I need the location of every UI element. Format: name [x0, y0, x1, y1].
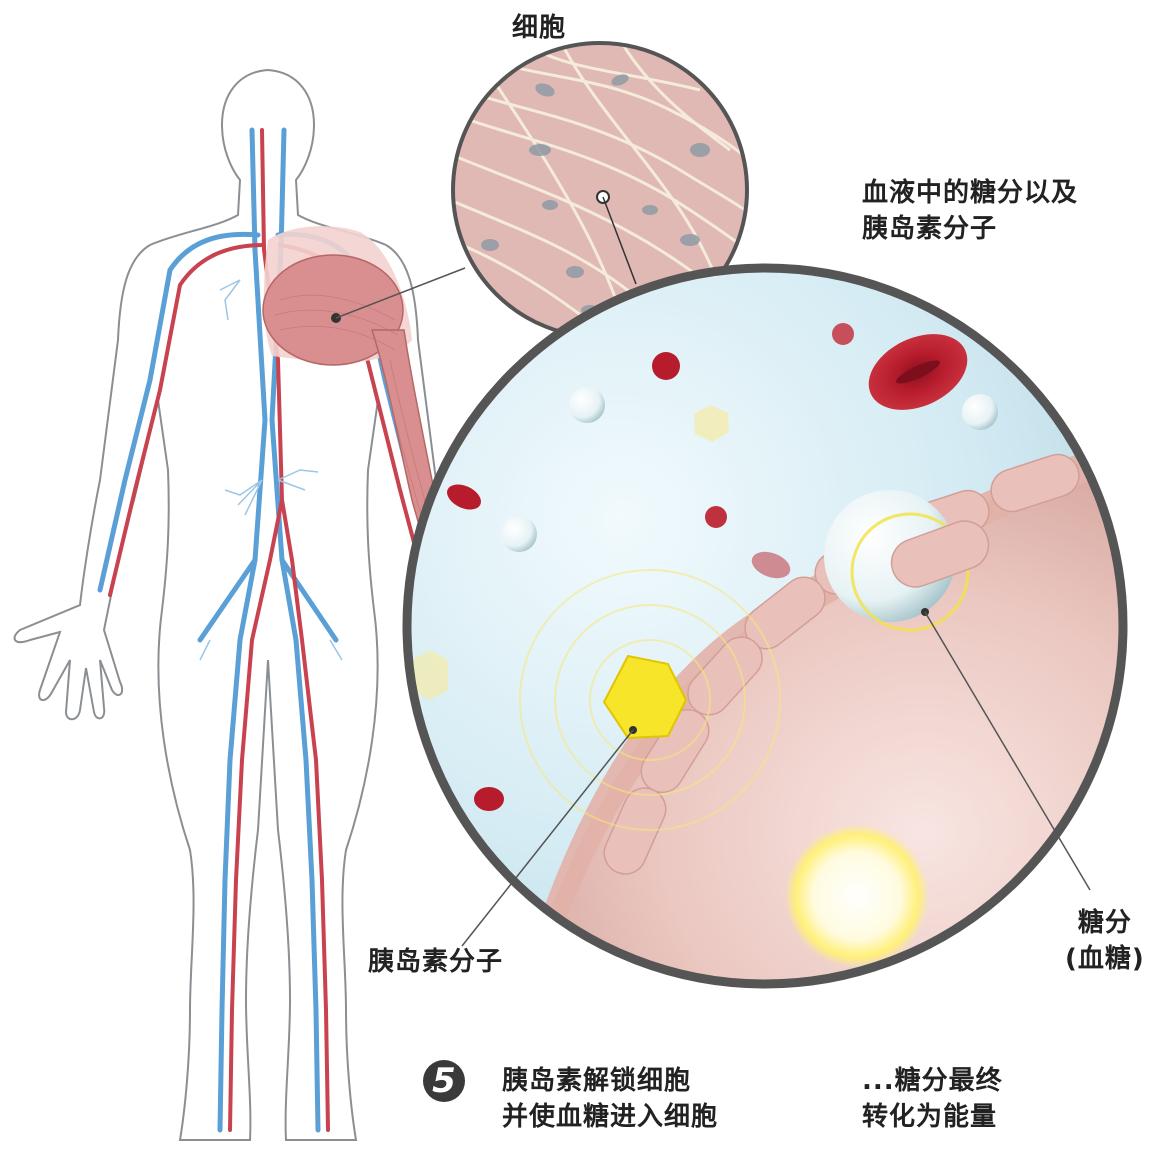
step-text-line-2: 并使血糖进入细胞: [502, 1099, 718, 1135]
step-result-line-1: ...糖分最终: [862, 1063, 1003, 1099]
blood-vessel-zoom-icon: [407, 268, 1140, 1000]
step-result: ...糖分最终 转化为能量: [862, 1063, 1003, 1135]
step-text-line-1: 胰岛素解锁细胞: [502, 1063, 718, 1099]
label-blood-line-2: 胰岛素分子: [862, 211, 1078, 247]
label-sugar: 糖分 (血糖): [1065, 905, 1145, 977]
step-result-line-2: 转化为能量: [862, 1099, 1003, 1135]
label-sugar-line-2: (血糖): [1065, 941, 1145, 977]
label-insulin-molecule: 胰岛素分子: [368, 944, 503, 980]
step-description: 胰岛素解锁细胞 并使血糖进入细胞: [502, 1063, 718, 1135]
label-blood-sugar-insulin: 血液中的糖分以及 胰岛素分子: [862, 175, 1078, 247]
label-sugar-line-1: 糖分: [1065, 905, 1145, 941]
step-number-badge: 5: [423, 1060, 465, 1102]
label-cell: 细胞: [512, 10, 566, 46]
label-blood-line-1: 血液中的糖分以及: [862, 175, 1078, 211]
